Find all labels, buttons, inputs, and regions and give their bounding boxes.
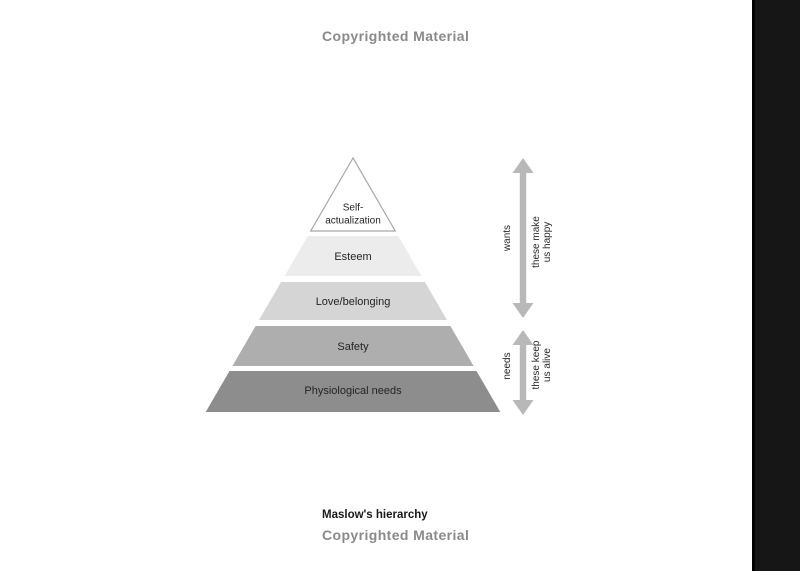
pyramid-level-love-belonging (259, 282, 447, 320)
needs-desc-line2: us alive (542, 348, 553, 382)
page-edge-black-band (752, 0, 800, 571)
pyramid-level-physiological (205, 371, 501, 412)
wants-desc-line2: us happy (542, 222, 553, 263)
label-safety: Safety (337, 341, 369, 353)
copyright-notice-top: Copyrighted Material (322, 28, 470, 44)
label-esteem: Esteem (334, 251, 371, 263)
pyramid-level-self-actualization (309, 156, 397, 232)
figure-caption: Maslow's hierarchy (322, 509, 428, 521)
copyright-notice-bottom: Copyrighted Material (322, 527, 470, 543)
needs-desc-line1: these keep (531, 340, 542, 389)
label-love-belonging: Love/belonging (316, 296, 391, 308)
wants-label: wants (502, 225, 513, 252)
wants-double-arrow (512, 158, 534, 318)
needs-double-arrow (512, 330, 534, 415)
pyramid: Self- actualization Esteem Love/belongin… (205, 156, 501, 412)
pyramid-level-esteem (284, 236, 422, 276)
label-self-actualization-line2: actualization (325, 216, 381, 227)
needs-label: needs (502, 352, 513, 379)
pyramid-level-safety (232, 326, 474, 366)
wants-desc-line1: these make (531, 216, 542, 268)
label-self-actualization-line1: Self- (343, 203, 364, 214)
label-physiological-needs: Physiological needs (304, 385, 402, 397)
